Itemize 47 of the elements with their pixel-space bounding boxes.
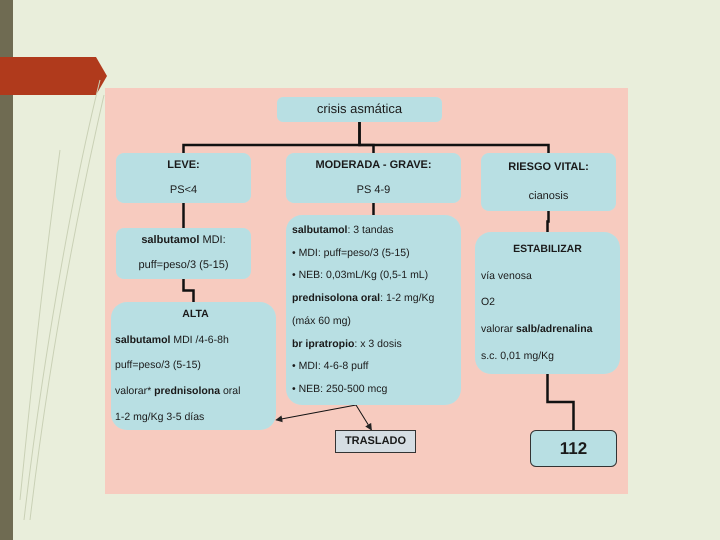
- body-text: valorar salb/adrenalina: [481, 323, 592, 336]
- discharge-box: [111, 302, 276, 430]
- severity-box: [286, 153, 461, 203]
- body-text: valorar* prednisolona oral: [115, 385, 240, 398]
- body-text: • MDI: 4-6-8 puff: [292, 360, 368, 374]
- connector-line: [358, 122, 550, 153]
- body-text: PS 4-9: [356, 184, 390, 198]
- body-text: PS<4: [170, 184, 198, 198]
- heading-text: LEVE:: [167, 158, 200, 172]
- body-text: cianosis: [528, 190, 568, 204]
- treatment-box: [286, 215, 461, 405]
- body-text: salbutamol MDI:: [141, 234, 226, 248]
- transfer-box: [335, 430, 416, 453]
- body-text: br ipratropio: x 3 dosis: [292, 338, 402, 351]
- root-box: [277, 97, 442, 122]
- body-text: puff=peso/3 (5-15): [138, 259, 228, 274]
- body-text: crisis asmática: [316, 101, 402, 118]
- heading-text: MODERADA - GRAVE:: [315, 158, 432, 172]
- body-text: vía venosa: [481, 270, 532, 283]
- body-text: puff=peso/3 (5-15): [115, 359, 201, 373]
- body-text: (máx 60 mg): [292, 314, 351, 328]
- body-text: • NEB: 0,03mL/Kg (0,5-1 mL): [292, 269, 428, 282]
- body-text: s.c. 0,01 mg/Kg: [481, 350, 554, 364]
- body-text: • MDI: puff=peso/3 (5-15): [292, 246, 410, 260]
- heading-text: 112: [560, 438, 588, 460]
- connector-line: [372, 203, 375, 215]
- body-text: salbutamol MDI /4-6-8h: [115, 334, 229, 347]
- heading-text: RIESGO VITAL:: [508, 160, 589, 174]
- connector-line: [182, 203, 185, 228]
- connector-line: [182, 279, 195, 302]
- arrow: [275, 404, 356, 422]
- severity-box: [481, 153, 616, 211]
- connector-line: [546, 211, 550, 232]
- body-text: 1-2 mg/Kg 3-5 días: [115, 410, 204, 424]
- body-text: salbutamol: 3 tandas: [292, 224, 394, 237]
- heading-text: ALTA: [182, 308, 209, 322]
- emergency-number-box: [530, 430, 617, 467]
- connector-line: [546, 374, 575, 430]
- body-text: • NEB: 250-500 mcg: [292, 383, 388, 396]
- heading-text: TRASLADO: [344, 434, 406, 448]
- stabilize-box: [475, 232, 620, 374]
- treatment-box: [116, 228, 251, 279]
- body-text: prednisolona oral: 1-2 mg/Kg: [292, 292, 434, 306]
- arrow: [356, 404, 372, 431]
- severity-box: [116, 153, 251, 203]
- heading-text: ESTABILIZAR: [513, 242, 582, 256]
- body-text: O2: [481, 296, 496, 310]
